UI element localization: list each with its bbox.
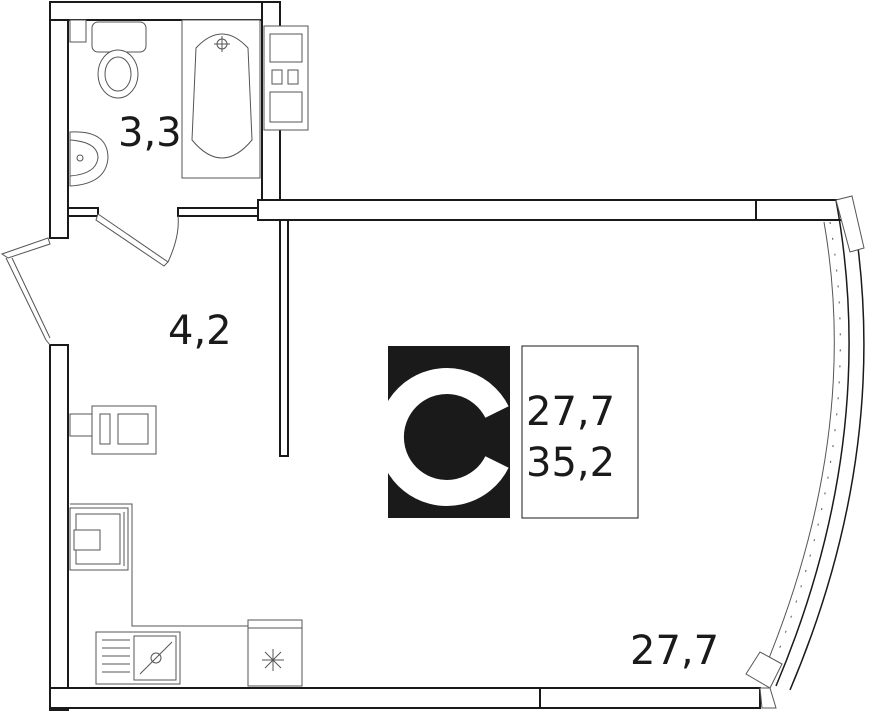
wall-left-upper	[49, 1, 69, 239]
wall-left-lower	[49, 344, 69, 711]
wall-top-living	[257, 199, 757, 221]
badge-living-area: 27,7	[526, 389, 615, 435]
bathroom-area-label: 3,3	[118, 110, 182, 156]
curved-window-wall	[745, 195, 865, 709]
wall-bath-bottom-right	[177, 207, 261, 217]
window-cap-top	[835, 195, 865, 253]
toilet	[69, 19, 147, 99]
bathroom-sink	[69, 131, 109, 187]
entrance-door	[0, 237, 51, 346]
bathtub	[181, 19, 261, 179]
bath-cabinet	[263, 25, 309, 131]
window-cap-bottom-2	[759, 687, 777, 709]
hallway-area-label: 4,2	[168, 308, 232, 354]
badge-letter-c-icon	[377, 368, 509, 506]
studio-badge: С 27,7 35,2	[377, 345, 639, 519]
wall-bottom	[49, 687, 541, 709]
wall-partition	[279, 219, 289, 457]
wall-bath-top	[49, 1, 281, 21]
badge-info-box	[521, 345, 639, 519]
bathroom-door	[95, 213, 179, 267]
badge-total-area: 35,2	[526, 440, 615, 486]
kitchen	[69, 503, 303, 687]
wall-top-living-end	[755, 199, 845, 221]
living-area-label: 27,7	[630, 628, 719, 674]
wall-panel	[69, 405, 157, 455]
walls	[49, 1, 845, 711]
wall-bottom-end	[539, 687, 761, 709]
wall-bath-bottom-left	[67, 207, 99, 217]
window-cap-bottom	[745, 651, 783, 689]
